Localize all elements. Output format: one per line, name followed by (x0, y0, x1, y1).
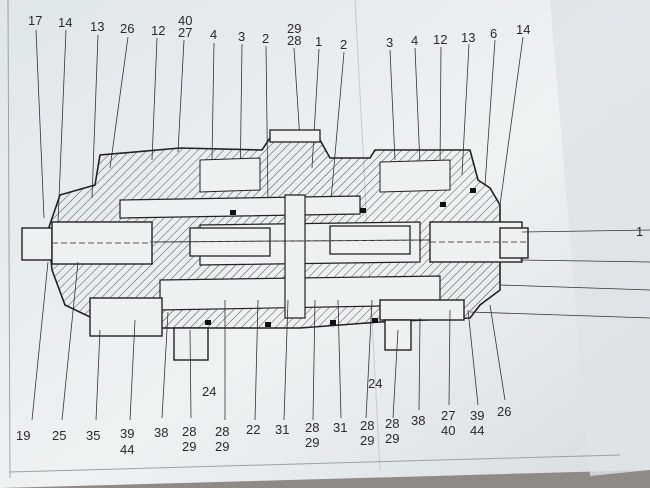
right-end-cap (429, 221, 529, 263)
callout-bottom-9: 28 (215, 424, 229, 439)
callout-bottom-17: 29 (360, 433, 374, 448)
callout-bottom-20: 38 (411, 413, 425, 428)
callout-bottom-24: 44 (470, 423, 484, 438)
callout-inner-1: 24 (202, 384, 216, 399)
paper-fold (550, 0, 650, 476)
main-spool (149, 225, 431, 257)
callout-top-9: 3 (238, 29, 245, 44)
callout-bottom-22: 40 (441, 423, 455, 438)
callout-top-12: 28 (287, 33, 301, 48)
callout-bottom-11: 22 (246, 422, 260, 437)
callout-bottom-7: 28 (182, 424, 196, 439)
callout-top-20: 14 (516, 22, 530, 37)
callout-bottom-25: 26 (497, 404, 511, 419)
leader-lines-right (469, 229, 650, 319)
callout-top-13: 1 (315, 34, 322, 49)
callout-bottom-10: 29 (215, 439, 229, 454)
callout-bottom-12: 31 (275, 422, 289, 437)
callout-top-1: 17 (28, 13, 42, 28)
callout-bottom-5: 44 (120, 442, 134, 457)
callout-bottom-16: 28 (360, 418, 374, 433)
leader-lines-bottom (31, 261, 506, 421)
o-ring-seals (205, 188, 476, 327)
inner-callouts: 24 24 1 (202, 224, 643, 399)
port-fittings (89, 129, 465, 361)
frame-line-bottom (9, 454, 621, 473)
callout-top-5: 12 (151, 23, 165, 38)
callout-bottom-21: 27 (441, 408, 455, 423)
bottom-callouts: 19 25 35 39 44 38 28 29 28 29 22 31 28 2… (16, 404, 511, 457)
callout-right-1: 1 (636, 224, 643, 239)
frame-line-left (7, 0, 11, 479)
callout-bottom-2: 25 (52, 428, 66, 443)
callout-top-4: 26 (120, 21, 134, 36)
callout-top-2: 14 (58, 15, 72, 30)
callout-bottom-13: 28 (305, 420, 319, 435)
top-callouts: 17 14 13 26 12 40 27 4 3 2 29 28 1 2 3 4… (28, 13, 530, 52)
callout-bottom-14: 29 (305, 435, 319, 450)
callout-top-3: 13 (90, 19, 104, 34)
callout-bottom-23: 39 (470, 408, 484, 423)
callout-bottom-19: 29 (385, 431, 399, 446)
callout-bottom-18: 28 (385, 416, 399, 431)
callout-top-6: 40 (178, 13, 192, 28)
callout-top-18: 13 (461, 30, 475, 45)
callout-top-8: 4 (210, 27, 217, 42)
callout-top-16: 4 (411, 33, 418, 48)
callout-top-14: 2 (340, 37, 347, 52)
leader-lines-top (35, 29, 524, 223)
callout-bottom-4: 39 (120, 426, 134, 441)
callout-top-19: 6 (490, 26, 497, 41)
callout-top-10: 2 (262, 31, 269, 46)
callout-top-17: 12 (433, 32, 447, 47)
callout-bottom-8: 29 (182, 439, 196, 454)
callout-bottom-15: 31 (333, 420, 347, 435)
callout-bottom-3: 35 (86, 428, 100, 443)
callout-bottom-6: 38 (154, 425, 168, 440)
callout-bottom-1: 19 (16, 428, 30, 443)
callout-top-7: 27 (178, 25, 192, 40)
callout-inner-2: 24 (368, 376, 382, 391)
left-end-cap (21, 221, 153, 265)
callout-top-11: 29 (287, 21, 301, 36)
callout-top-15: 3 (386, 35, 393, 50)
